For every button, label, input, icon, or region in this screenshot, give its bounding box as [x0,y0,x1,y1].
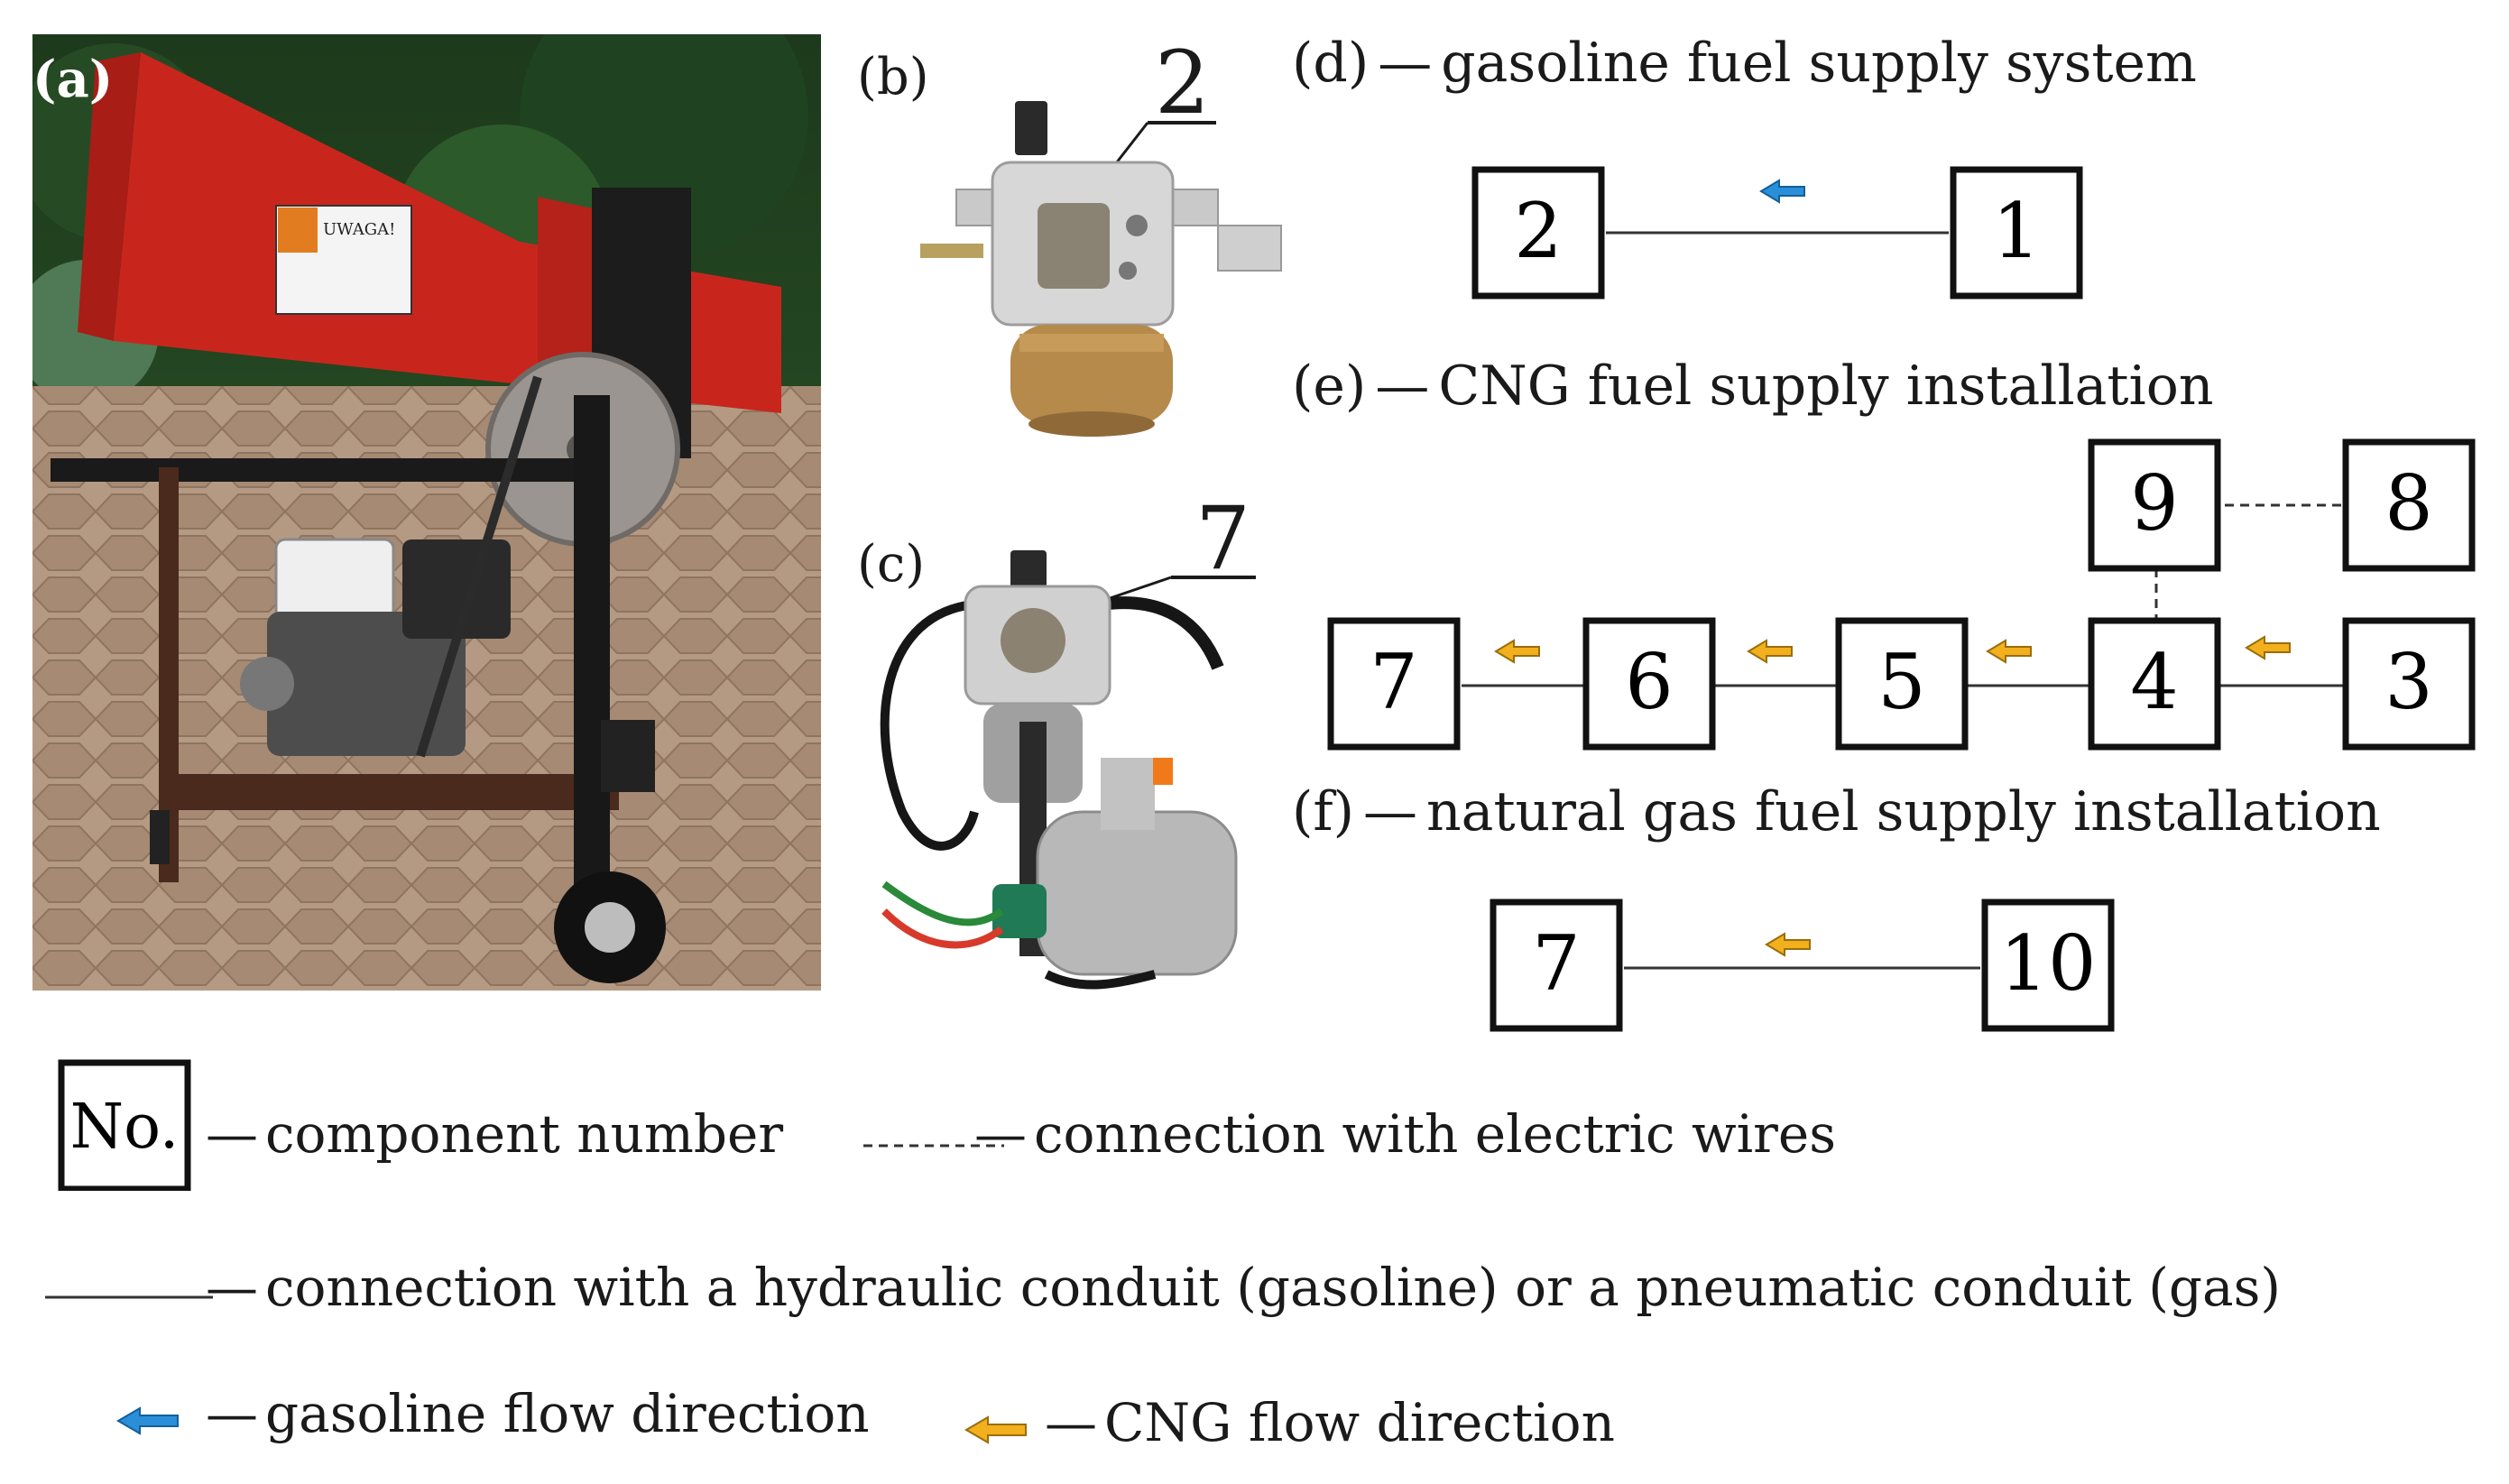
component-number: 3 [2384,638,2432,726]
component-box [2088,617,2221,751]
legend-cng-flow: —CNG flow direction [1045,1396,1615,1449]
legend-gasoline-flow-text: gasoline flow direction [265,1383,870,1444]
panel-label-e: (e) [1292,355,1367,418]
legend-box-symbol: No. [58,1059,191,1191]
component-number: 10 [2000,919,2097,1008]
title-d: (d)—gasoline fuel supply system [1292,36,2197,90]
legend-electric: —connection with electric wires [974,1108,1836,1160]
cng-flow-arrow [1765,932,1811,957]
component-box [1950,166,2083,300]
component-box [2342,617,2476,751]
title-d-text: gasoline fuel supply system [1441,32,2197,95]
panel-label-d: (d) [1292,32,1370,95]
panel-label-a: (a) [32,50,114,109]
title-f-dash: — [1363,780,1418,843]
diagram-e: 9 8 7 6 5 4 3 [1327,438,2476,751]
legend-component-number: —component number [206,1108,783,1160]
title-e: (e)—CNG fuel supply installation [1292,359,2214,413]
carburetor-illustration: 2 [920,32,1282,437]
panel-label-f: (f) [1292,780,1355,843]
title-d-dash: — [1378,32,1433,95]
legend-electric-text: connection with electric wires [1034,1103,1836,1165]
component-box [1582,617,1716,751]
photo-a-chipper: UWAGA! (a) [14,0,821,991]
legend-gasoline-arrow [116,1406,179,1435]
cng-flow-arrow [1986,639,2032,664]
component-number: 7 [1532,919,1580,1008]
legend-dash: — [206,1383,258,1444]
component-box [1981,899,2115,1032]
diagram-d: 2 1 [1471,166,2083,300]
component-number: 1 [1992,187,2040,275]
component-number: 2 [1514,187,1562,275]
legend-cng-arrow [964,1415,1027,1444]
component-box [2088,438,2221,572]
component-number: 7 [1370,638,1417,726]
component-number: 8 [2384,459,2432,548]
legend-dash: — [974,1103,1027,1165]
legend-cng-flow-text: CNG flow direction [1104,1392,1615,1453]
legend-dash: — [206,1103,258,1165]
component-box [1327,617,1461,751]
legend-component-number-text: component number [265,1103,784,1165]
component-box [1471,166,1605,300]
legend-box-label: No. [70,1092,180,1163]
legend-conduit: —connection with a hydraulic conduit (ga… [206,1261,2281,1313]
component-number: 9 [2130,459,2178,548]
title-f-text: natural gas fuel supply installation [1426,780,2381,843]
chipper-photo-illustration: UWAGA! [14,0,821,991]
dual-fuel-carburetor-illustration: 7 [880,488,1256,990]
component-number: 5 [1877,638,1925,726]
cng-flow-arrow [2245,635,2291,660]
legend-conduit-symbol [45,1295,213,1299]
component-number: 4 [2130,638,2178,726]
diagram-f: 7 10 [1490,899,2115,1032]
legend-dash: — [1045,1392,1097,1453]
component-box [1835,617,1969,751]
panel-label-c: (c) [857,535,926,594]
callout-number-7: 7 [1195,488,1250,589]
panel-label-b: (b) [857,48,929,106]
component-number: 6 [1625,638,1673,726]
legend-gasoline-flow: —gasoline flow direction [206,1387,870,1440]
title-f: (f)—natural gas fuel supply installation [1292,785,2381,839]
title-e-text: CNG fuel supply installation [1438,355,2214,418]
sticker-text: UWAGA! [323,220,395,239]
cng-flow-arrow [1747,639,1793,664]
legend-dash: — [206,1257,258,1318]
title-e-dash: — [1375,355,1430,418]
cng-flow-arrow [1494,639,1540,664]
photo-c-dual-fuel-carburetor: 7 [866,487,1281,992]
component-box [1490,899,1623,1032]
legend-electric-symbol [863,1144,1004,1148]
gasoline-flow-arrow [1759,179,1805,204]
component-box [2342,438,2476,572]
callout-number-2: 2 [1155,36,1210,134]
photo-b-carburetor: 2 [911,32,1290,451]
legend: No. —component number —connection with e… [0,1046,2509,1484]
legend-conduit-text: connection with a hydraulic conduit (gas… [265,1257,2281,1318]
